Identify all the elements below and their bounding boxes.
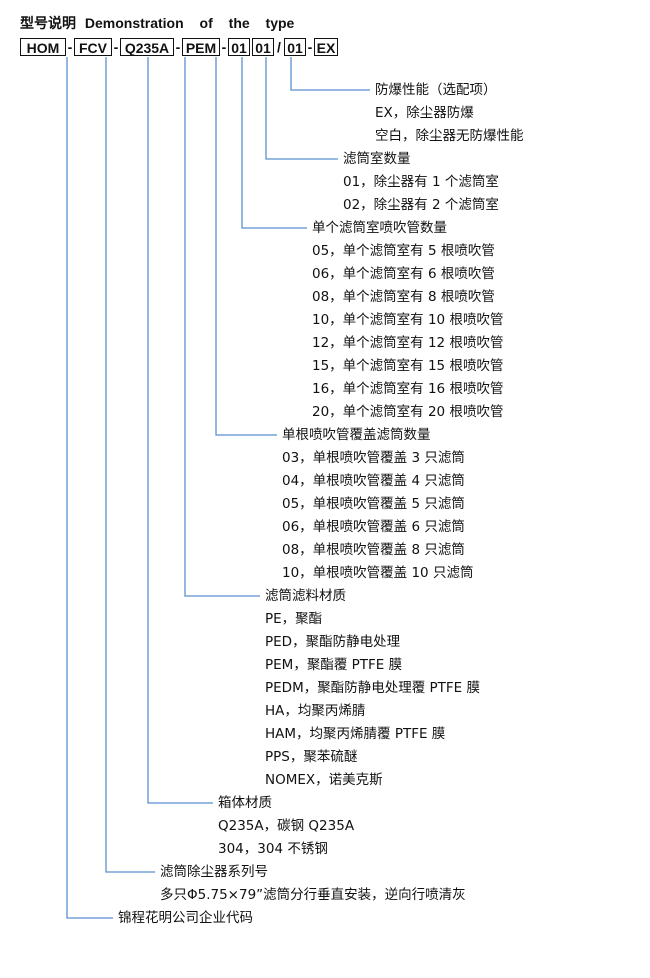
group-item: 05，单根喷吹管覆盖 5 只滤筒	[282, 496, 465, 512]
group-item: 空白，除尘器无防爆性能	[375, 128, 524, 144]
code-seg-pem: PEM	[182, 38, 220, 56]
group-item: PPS，聚苯硫醚	[265, 749, 358, 765]
group-item: 06，单根喷吹管覆盖 6 只滤筒	[282, 519, 465, 535]
connector-filters-per-pipe	[215, 57, 277, 436]
code-seg-filters: 01	[252, 38, 274, 56]
group-item: 12，单个滤筒室有 12 根喷吹管	[312, 335, 504, 351]
connector-company-code	[66, 57, 113, 919]
group-item: 06，单个滤筒室有 6 根喷吹管	[312, 266, 495, 282]
group-item: 08，单个滤筒室有 8 根喷吹管	[312, 289, 495, 305]
group-heading: 单根喷吹管覆盖滤筒数量	[282, 427, 431, 443]
code-seg-hom: HOM	[20, 38, 66, 56]
group-item: 15，单个滤筒室有 15 根喷吹管	[312, 358, 504, 374]
connector-filter-material	[184, 57, 260, 597]
group-item: HA，均聚丙烯腈	[265, 703, 366, 719]
connector-room-count	[265, 57, 338, 160]
connector-series	[105, 57, 155, 873]
code-seg-ex: EX	[314, 38, 338, 56]
group-item: 01，除尘器有 1 个滤筒室	[343, 174, 499, 190]
group-item: Q235A，碳钢 Q235A	[218, 818, 355, 834]
group-item: 10，单个滤筒室有 10 根喷吹管	[312, 312, 504, 328]
group-heading: 滤筒滤料材质	[265, 588, 346, 604]
code-sep: -	[307, 39, 313, 55]
group-heading: 滤筒室数量	[343, 151, 411, 167]
group-heading: 滤筒除尘器系列号	[160, 864, 268, 880]
connector-pipes-per-room	[241, 57, 307, 229]
group-heading: 防爆性能（选配项）	[375, 82, 497, 98]
group-item: PED，聚酯防静电处理	[265, 634, 401, 650]
group-item: PEDM，聚酯防静电处理覆 PTFE 膜	[265, 680, 480, 696]
group-item: 08，单根喷吹管覆盖 8 只滤筒	[282, 542, 465, 558]
title-en: Demonstration of the type	[84, 15, 295, 31]
connector-explosion-proof	[290, 57, 370, 91]
title-zh: 型号说明	[20, 16, 76, 32]
code-sep: /	[277, 39, 281, 55]
code-seg-rooms: 01	[284, 38, 306, 56]
group-item: 304，304 不锈钢	[218, 841, 328, 857]
type-title: 型号说明 Demonstration of the type	[20, 13, 294, 33]
code-seg-q235a: Q235A	[120, 38, 174, 56]
group-item: EX，除尘器防爆	[375, 105, 474, 121]
group-heading: 箱体材质	[218, 795, 272, 811]
group-item: PEM，聚酯覆 PTFE 膜	[265, 657, 403, 673]
group-item: 10，单根喷吹管覆盖 10 只滤筒	[282, 565, 474, 581]
group-heading: 锦程花明公司企业代码	[118, 910, 253, 926]
group-heading: 单个滤筒室喷吹管数量	[312, 220, 447, 236]
group-item: PE，聚酯	[265, 611, 323, 627]
group-item: NOMEX，诺美克斯	[265, 772, 383, 788]
code-sep: -	[221, 39, 227, 55]
code-sep: -	[113, 39, 119, 55]
group-item: 16，单个滤筒室有 16 根喷吹管	[312, 381, 504, 397]
code-seg-fcv: FCV	[74, 38, 112, 56]
code-seg-pipes: 01	[228, 38, 250, 56]
group-item: HAM，均聚丙烯腈覆 PTFE 膜	[265, 726, 446, 742]
group-item: 20，单个滤筒室有 20 根喷吹管	[312, 404, 504, 420]
group-item: 03，单根喷吹管覆盖 3 只滤筒	[282, 450, 465, 466]
group-item: 多只Φ5.75×79”滤筒分行垂直安装，逆向行喷清灰	[160, 887, 466, 903]
group-item: 05，单个滤筒室有 5 根喷吹管	[312, 243, 495, 259]
group-item: 02，除尘器有 2 个滤筒室	[343, 197, 499, 213]
group-item: 04，单根喷吹管覆盖 4 只滤筒	[282, 473, 465, 489]
code-sep: -	[67, 39, 73, 55]
code-sep: -	[175, 39, 181, 55]
connector-housing-material	[147, 57, 213, 804]
